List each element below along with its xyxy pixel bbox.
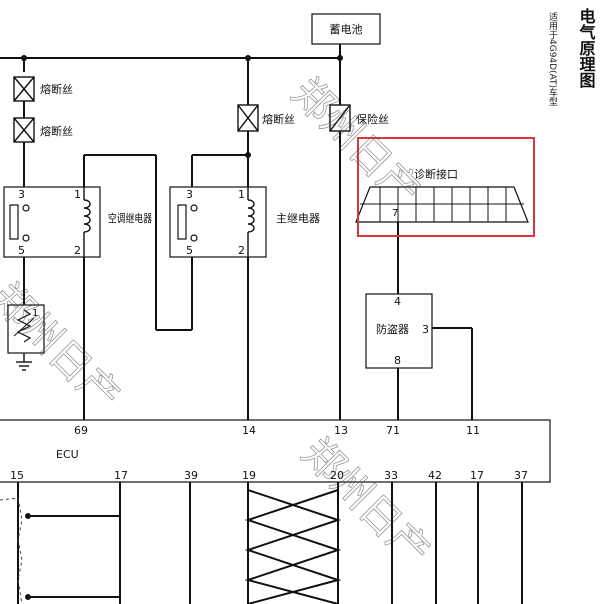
main-relay-pin-2: 2 — [238, 244, 245, 257]
ac-relay-pin-1: 1 — [74, 188, 81, 201]
fuse-3-label: 熔断丝 — [262, 112, 295, 126]
ecu-pin-42: 42 — [428, 469, 442, 482]
ecu: ECU 69 14 13 71 11 15 17 39 19 20 33 42 … — [0, 419, 551, 483]
diagnostic-port: 诊断接口 7 — [355, 167, 529, 223]
ecu-pin-20: 20 — [330, 469, 344, 482]
shield-dashed — [0, 497, 23, 604]
immobilizer-pin-4: 4 — [394, 295, 401, 308]
immobilizer-pin-3: 3 — [422, 323, 429, 336]
ac-relay-label: 空调继电器 — [108, 211, 152, 225]
ecu-pin-13: 13 — [334, 424, 348, 437]
main-relay-pin-5: 5 — [186, 244, 193, 257]
ecu-pin-71: 71 — [386, 424, 400, 437]
fuse-4-label: 保险丝 — [356, 112, 389, 126]
ecu-pin-39: 39 — [184, 469, 198, 482]
main-relay-pin-1: 1 — [238, 188, 245, 201]
ecu-pin-69: 69 — [74, 424, 88, 437]
ecu-pin-33: 33 — [384, 469, 398, 482]
ecu-pin-17a: 17 — [114, 469, 128, 482]
ac-relay-pin-3: 3 — [18, 188, 25, 201]
fuse-1-label: 熔断丝 — [40, 82, 73, 96]
fuse-symbols — [13, 76, 351, 143]
diagram-title: 电气原理图 — [577, 7, 597, 89]
diagram-subtitle: 适用于4G94D(AT)车型 — [547, 12, 558, 106]
ecu-label: ECU — [56, 448, 79, 461]
immobilizer-pin-8: 8 — [394, 354, 401, 367]
ecu-pin-15: 15 — [10, 469, 24, 482]
junction-dots — [21, 55, 343, 600]
fuse-2-label: 熔断丝 — [40, 124, 73, 138]
ac-relay: 3 1 5 2 — [3, 186, 101, 258]
main-relay-label: 主继电器 — [276, 212, 320, 225]
ecu-pin-17b: 17 — [470, 469, 484, 482]
watermark-1: 郑州日产 — [283, 70, 429, 216]
diag-pin-7: 7 — [392, 208, 398, 219]
main-relay: 3 1 5 2 — [169, 186, 267, 258]
ecu-pin-11: 11 — [466, 424, 480, 437]
battery-label: 蓄电池 — [330, 23, 363, 36]
diag-highlight-box — [357, 137, 535, 237]
ecu-pin-37: 37 — [514, 469, 528, 482]
main-relay-pin-3: 3 — [186, 188, 193, 201]
ecu-pin-14: 14 — [242, 424, 256, 437]
immobilizer: 4 3 8 防盗器 — [365, 293, 433, 369]
battery-box — [311, 13, 381, 45]
ac-relay-pin-2: 2 — [74, 244, 81, 257]
diag-port-label: 诊断接口 — [414, 167, 458, 181]
ecu-pin-19: 19 — [242, 469, 256, 482]
resistor-component: 1 — [7, 304, 45, 371]
ac-relay-pin-5: 5 — [18, 244, 25, 257]
resistor-pin-1: 1 — [32, 308, 38, 319]
wiring — [0, 44, 523, 604]
immobilizer-label: 防盗器 — [376, 322, 409, 336]
